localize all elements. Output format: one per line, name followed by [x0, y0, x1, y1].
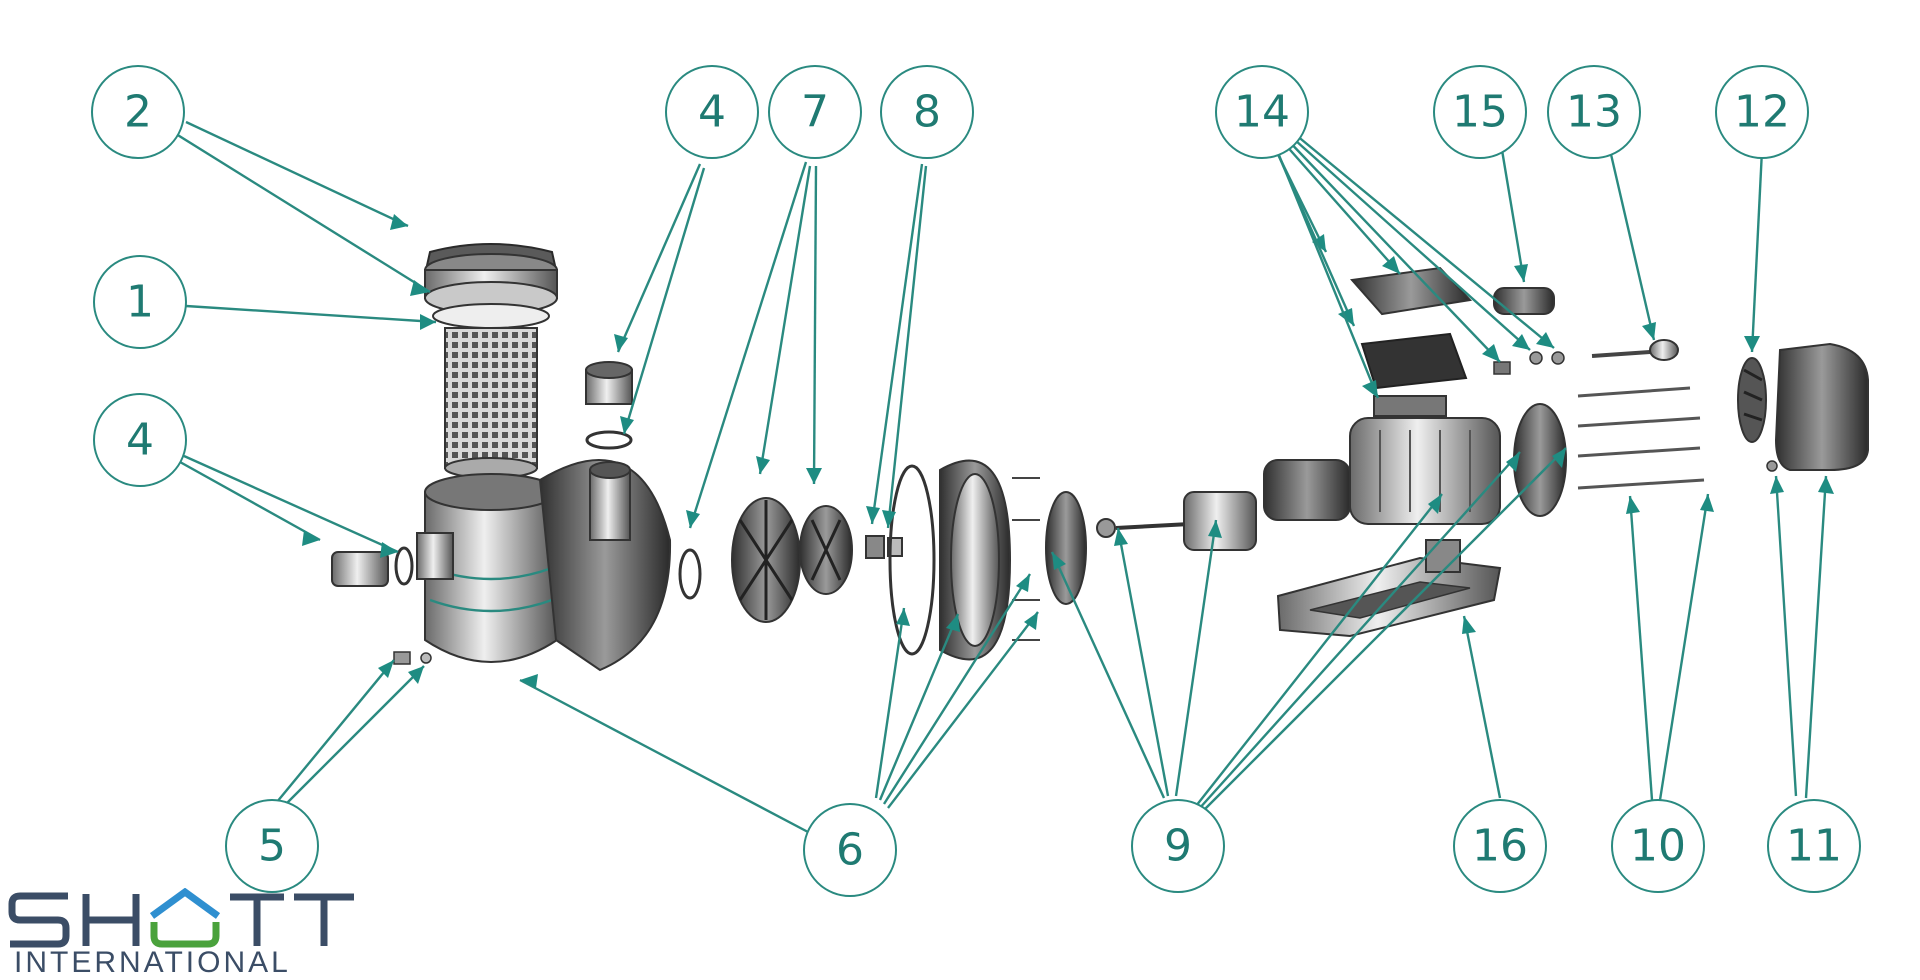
callout-8: 8 [880, 65, 974, 159]
callout-12: 12 [1715, 65, 1809, 159]
terminal-box [1350, 266, 1565, 417]
side-union [331, 546, 414, 587]
callout-4-left: 4 [93, 393, 187, 487]
drain-plugs [393, 651, 432, 665]
rear-shaft-end [1591, 339, 1679, 361]
callout-14: 14 [1215, 65, 1309, 159]
capacitor [1493, 287, 1555, 315]
callout-13: 13 [1547, 65, 1641, 159]
shott-international-logo: INTERNATIONAL [8, 887, 358, 979]
strainer-basket [432, 303, 550, 479]
leader-lines [159, 120, 1834, 834]
seal-plate [888, 459, 1040, 661]
callout-7: 7 [768, 65, 862, 159]
svg-text:6: 6 [836, 825, 864, 876]
callout-4-top: 4 [665, 65, 759, 159]
svg-text:9: 9 [1164, 821, 1192, 872]
callout-1: 1 [93, 255, 187, 349]
callout-15: 15 [1433, 65, 1527, 159]
svg-text:10: 10 [1630, 821, 1686, 872]
svg-text:13: 13 [1566, 87, 1622, 138]
top-union [585, 361, 633, 450]
callout-10: 10 [1611, 799, 1705, 893]
cooling-fan [1737, 357, 1767, 443]
callouts: 2 1 4 4 7 8 5 6 [91, 65, 1861, 897]
callout-16: 16 [1453, 799, 1547, 893]
motor-flange [1045, 459, 1351, 605]
svg-text:8: 8 [913, 87, 941, 138]
svg-text:14: 14 [1234, 87, 1290, 138]
svg-text:7: 7 [801, 87, 829, 138]
callout-6: 6 [803, 803, 897, 897]
fan-cover [1766, 342, 1869, 472]
impeller-assembly [678, 497, 853, 623]
svg-text:16: 16 [1472, 821, 1528, 872]
svg-text:1: 1 [126, 277, 154, 328]
svg-text:11: 11 [1786, 821, 1842, 872]
svg-text:12: 12 [1734, 87, 1790, 138]
svg-text:2: 2 [124, 87, 152, 138]
callout-5: 5 [225, 799, 319, 893]
logo-subtitle: INTERNATIONAL [14, 946, 291, 979]
callout-2: 2 [91, 65, 185, 159]
svg-text:4: 4 [126, 415, 154, 466]
pump-housing [416, 459, 672, 672]
tie-rods [1577, 386, 1705, 490]
svg-text:5: 5 [258, 821, 286, 872]
callout-11: 11 [1767, 799, 1861, 893]
motor-body [1349, 417, 1501, 525]
callout-9: 9 [1131, 799, 1225, 893]
shott-wordmark [8, 887, 354, 948]
svg-text:4: 4 [698, 87, 726, 138]
pump-parts [331, 243, 1869, 672]
shaft-seal [865, 535, 903, 559]
svg-text:15: 15 [1452, 87, 1508, 138]
